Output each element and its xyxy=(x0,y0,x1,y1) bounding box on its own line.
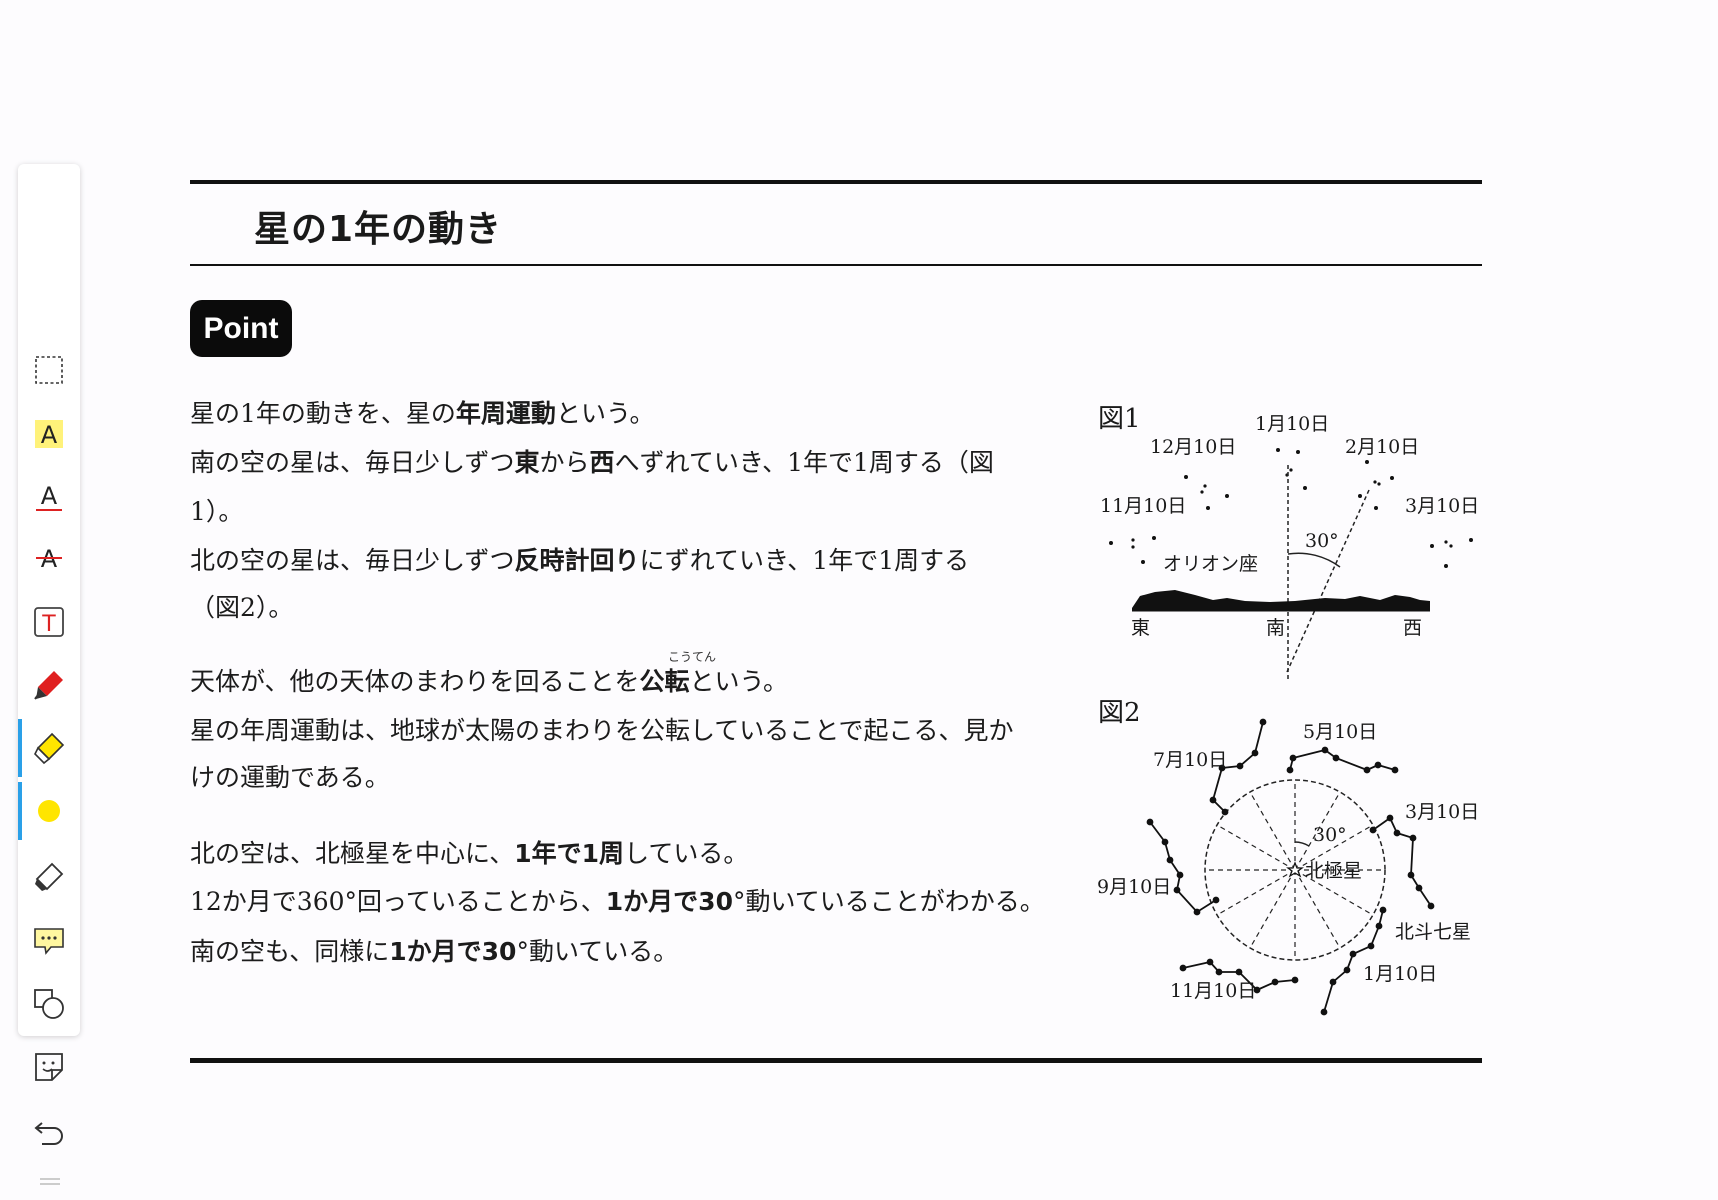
highlighter-icon xyxy=(34,732,65,765)
comment-icon xyxy=(34,928,64,955)
fig1-stars xyxy=(1109,448,1473,568)
select-tool[interactable] xyxy=(18,341,80,399)
fig2-date-jul: 7月10日 xyxy=(1153,749,1227,771)
fig1-date-feb: 2月10日 xyxy=(1345,436,1419,458)
highlight-a-icon: A xyxy=(35,420,63,449)
pen-tool[interactable] xyxy=(18,656,80,714)
yellow-dot-icon xyxy=(38,800,60,822)
undo-button[interactable] xyxy=(18,1103,80,1161)
figure-1-diagram: 1月10日 12月10日 2月10日 11月10日 3月10日 オリオン座 30… xyxy=(1100,413,1479,680)
svg-text:T: T xyxy=(41,612,56,637)
underline-a-icon: A xyxy=(36,482,62,511)
page-title: 星の1年の動き xyxy=(254,209,503,250)
fig1-angle-label: 30° xyxy=(1305,530,1339,552)
drag-handle-icon[interactable] xyxy=(40,1178,60,1186)
color-picker[interactable] xyxy=(18,782,80,840)
highlight-text-tool[interactable]: A xyxy=(18,405,80,463)
fig2-date-sep: 9月10日 xyxy=(1097,876,1171,898)
text-line: （図2）。 xyxy=(190,593,294,622)
fig2-date-jan: 1月10日 xyxy=(1363,963,1437,985)
comment-tool[interactable] xyxy=(18,911,80,969)
sticker-tool[interactable] xyxy=(18,1038,80,1096)
fig1-west-label: 西 xyxy=(1403,617,1422,639)
text-line: 1）。 xyxy=(190,497,244,526)
fig2-center-label: 北極星 xyxy=(1305,860,1362,882)
ruby-reading: こうてん xyxy=(668,650,717,664)
fig2-date-nov: 11月10日 xyxy=(1170,980,1256,1002)
strikethrough-tool[interactable]: A xyxy=(18,529,80,587)
fig1-date-nov: 11月10日 xyxy=(1100,495,1186,517)
point-badge: Point xyxy=(190,300,292,357)
shape-tool[interactable] xyxy=(18,975,80,1033)
text-line: 天体が、他の天体のまわりを回ることを公転という。 xyxy=(190,667,789,696)
fig1-date-dec: 12月10日 xyxy=(1150,436,1236,458)
text-line: 南の空の星は、毎日少しずつ東から西へずれていき、1年で1周する（図 xyxy=(190,448,994,477)
fig2-date-mar: 3月10日 xyxy=(1405,801,1479,823)
svg-text:A: A xyxy=(41,421,58,449)
text-box-icon: T xyxy=(34,607,64,637)
strikethrough-a-icon: A xyxy=(36,545,62,573)
highlighter-tool[interactable] xyxy=(18,719,80,777)
shapes-icon xyxy=(34,989,64,1019)
fig2-constellation-label: 北斗七星 xyxy=(1395,921,1471,943)
fig1-date-jan: 1月10日 xyxy=(1255,413,1329,435)
fig1-south-label: 南 xyxy=(1266,617,1285,639)
text-line: 南の空も、同様に1か月で30°動いている。 xyxy=(190,937,679,966)
fig1-date-mar: 3月10日 xyxy=(1405,495,1479,517)
text-line: けの運動である。 xyxy=(190,763,390,792)
text-line: 北の空は、北極星を中心に、1年で1周している。 xyxy=(190,839,749,868)
annotation-toolbar: A A A T xyxy=(18,164,80,1185)
top-rule xyxy=(190,180,1482,184)
fig2-angle-label: 30° xyxy=(1313,824,1347,846)
eraser-tool[interactable] xyxy=(18,847,80,905)
underline-tool[interactable]: A xyxy=(18,468,80,526)
bottom-rule xyxy=(190,1058,1482,1063)
undo-icon xyxy=(34,1122,63,1145)
fig1-constellation-label: オリオン座 xyxy=(1163,553,1258,575)
svg-text:A: A xyxy=(41,482,58,510)
sticker-icon xyxy=(35,1053,63,1081)
fig2-dial xyxy=(1204,779,1386,961)
fig2-date-may: 5月10日 xyxy=(1303,721,1377,743)
figure-2-label: 図2 xyxy=(1098,698,1141,728)
pen-icon xyxy=(34,671,63,700)
text-line: 12か月で360°回っていることから、1か月で30°動いていることがわかる。 xyxy=(190,887,1045,916)
fig1-east-label: 東 xyxy=(1131,617,1150,639)
text-line: 北の空の星は、毎日少しずつ反時計回りにずれていき、1年で1周する xyxy=(190,546,970,575)
textbox-tool[interactable]: T xyxy=(18,593,80,651)
eraser-icon xyxy=(35,862,64,891)
text-line: 星の年周運動は、地球が太陽のまわりを公転していることで起こる、見か xyxy=(190,716,1014,745)
figure-2-diagram: 30° 北極星 5月10日 7月10日 3月10日 9月10日 1月10日 11… xyxy=(1097,718,1479,1016)
figure-1-label: 図1 xyxy=(1098,404,1141,434)
text-line: 星の1年の動きを、星の年周運動という。 xyxy=(190,399,655,428)
fig2-dippers xyxy=(1146,718,1435,1016)
dashed-rectangle-icon xyxy=(35,356,63,384)
title-rule xyxy=(190,264,1482,266)
